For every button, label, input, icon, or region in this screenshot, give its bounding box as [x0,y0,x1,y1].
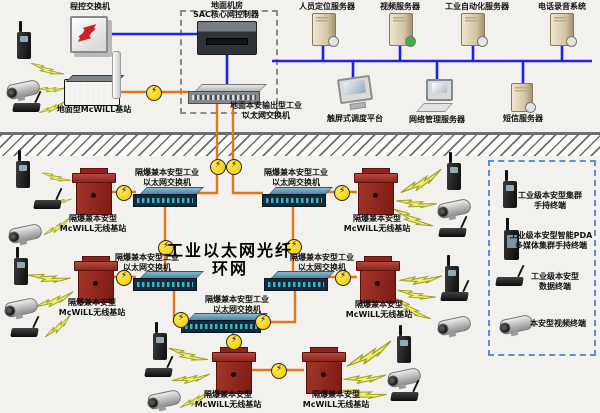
explosion-proof-coupler-icon: ⚡ [173,312,189,328]
sac-core-controller-icon [197,21,257,55]
ring-switch-label: 隔爆兼本安型工业以太网交换机 [135,168,199,187]
explosion-proof-coupler-icon: ⚡ [255,314,271,330]
server-label: 视频服务器 [380,2,420,11]
personnel-positioning-server-icon [312,13,339,47]
ring-switch-bottom [181,313,268,333]
ring-switch-top-left [133,187,204,207]
terminal-label: 短信服务器 [503,114,543,123]
handheld-radio-icon [14,247,28,285]
explosion-proof-coupler-icon: ⚡ [226,334,242,350]
wireless-data-terminal-icon [10,328,39,337]
explosion-proof-coupler-icon: ⚡ [226,159,242,175]
wireless-data-terminal-icon [438,228,467,237]
wireless-camera-icon [7,222,44,245]
pbx-switch-icon [70,16,108,53]
legend-item-label: 工业级本安型数据终端 [531,272,579,291]
mine-base-station-left-bottom [74,256,118,303]
terminal-label: 网络管理服务器 [409,115,465,124]
explosion-proof-coupler-icon: ⚡ [146,85,162,101]
sac-label: SAC核心网控制器 [193,10,259,19]
legend-item-label: 本安型视频终端 [530,319,586,328]
legend-item-label: 工业级本安型集群手持终端 [518,191,582,210]
ring-switch-label: 隔爆兼本安型工业以太网交换机 [264,168,328,187]
handheld-radio-icon [153,322,167,360]
legend-handheld-terminal-icon [503,170,517,208]
surface-mcwill-base-station-icon [64,79,120,106]
explosion-proof-coupler-icon: ⚡ [271,363,287,379]
mine-base-station-bottom-left [212,347,256,394]
ring-switch-label: 隔爆兼本安型工业以太网交换机 [205,295,269,314]
wireless-camera-icon [146,388,183,411]
touchscreen-dispatch-platform-icon [336,74,374,111]
handheld-radio-icon [17,21,31,59]
pbx-label: 程控交换机 [70,2,110,11]
explosion-proof-coupler-icon: ⚡ [210,159,226,175]
terminal-label: 触屏式调度平台 [327,114,383,123]
server-label: 人员定位服务器 [299,2,355,11]
handheld-radio-icon [447,152,461,190]
telephone-recording-server-icon [550,13,577,47]
ring-switch-label: 隔爆兼本安型工业以太网交换机 [115,253,179,272]
handheld-radio-icon [445,255,459,293]
handheld-radio-icon [16,150,30,188]
wireless-data-terminal-icon [144,368,173,377]
handheld-radio-icon [397,325,411,363]
base-station-antenna-icon [112,51,121,99]
ground-surface-hatch [0,132,600,156]
surface-ethernet-switch-icon [188,84,267,104]
ring-switch-top-right [262,187,333,207]
legend-pda-terminal-icon [504,218,519,260]
terminal-legend-box [488,160,596,356]
mine-base-station-right-mid [356,256,400,303]
mine-base-station-right-top [354,168,398,215]
wireless-data-terminal-icon [390,392,419,401]
room-label: 地面机房 [211,1,243,10]
server-label: 电话录音系统 [538,2,586,11]
wireless-camera-icon [436,314,473,337]
surface-switch-label: 地面本安输出型工业以太网交换机 [230,101,302,120]
mine-base-station-left-mid [72,168,116,215]
server-label: 工业自动化服务器 [445,2,509,11]
wireless-camera-icon [3,296,40,319]
ring-network-title: 工业以太网光纤环网 [166,241,294,279]
wireless-data-terminal-icon [33,200,62,209]
video-server-icon [389,13,416,47]
sms-server-icon [511,83,536,113]
wireless-data-terminal-icon [12,103,41,112]
network-management-server-icon [415,79,454,112]
ring-switch-label: 隔爆兼本安型工业以太网交换机 [290,253,354,272]
surface-bs-label: 地面型McWiLL基站 [56,105,132,114]
wireless-data-terminal-icon [440,292,469,301]
mine-base-station-bottom-right [302,347,346,394]
industrial-automation-server-icon [461,13,488,47]
